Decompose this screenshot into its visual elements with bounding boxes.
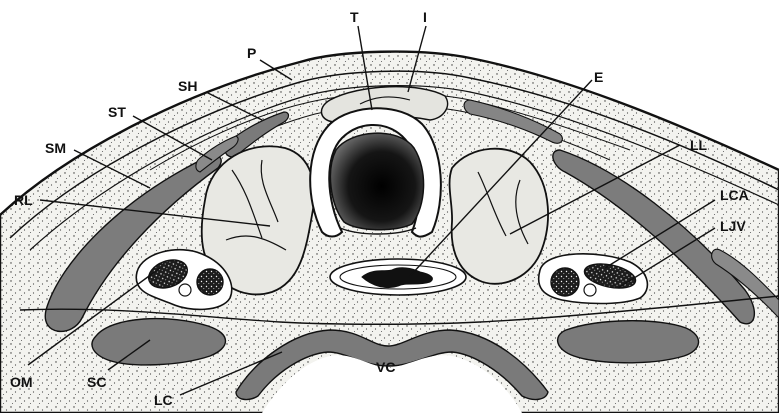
label-sternohyoid: SH bbox=[178, 78, 197, 94]
label-sternothyroid: ST bbox=[108, 104, 126, 120]
label-left-carotid-artery: LCA bbox=[720, 187, 749, 203]
label-esophagus: E bbox=[594, 69, 603, 85]
label-left-jugular-vein: LJV bbox=[720, 218, 746, 234]
label-omohyoid: OM bbox=[10, 374, 33, 390]
label-isthmus: I bbox=[423, 9, 427, 25]
thyroid-left-lobe bbox=[450, 149, 548, 284]
label-left-lobe: LL bbox=[690, 137, 708, 153]
scalene-muscle-left bbox=[558, 321, 699, 363]
esophagus bbox=[330, 259, 466, 295]
label-vertebral-column: VC bbox=[376, 359, 395, 375]
label-platysma: P bbox=[247, 45, 256, 61]
left-common-carotid-artery bbox=[551, 268, 579, 296]
scalene-muscle-right bbox=[92, 319, 226, 365]
label-sternocleidomastoid: SM bbox=[45, 140, 66, 156]
label-longus-colli: LC bbox=[154, 392, 173, 408]
label-scalene: SC bbox=[87, 374, 106, 390]
label-right-lobe: RL bbox=[14, 192, 33, 208]
label-trachea: T bbox=[350, 9, 359, 25]
